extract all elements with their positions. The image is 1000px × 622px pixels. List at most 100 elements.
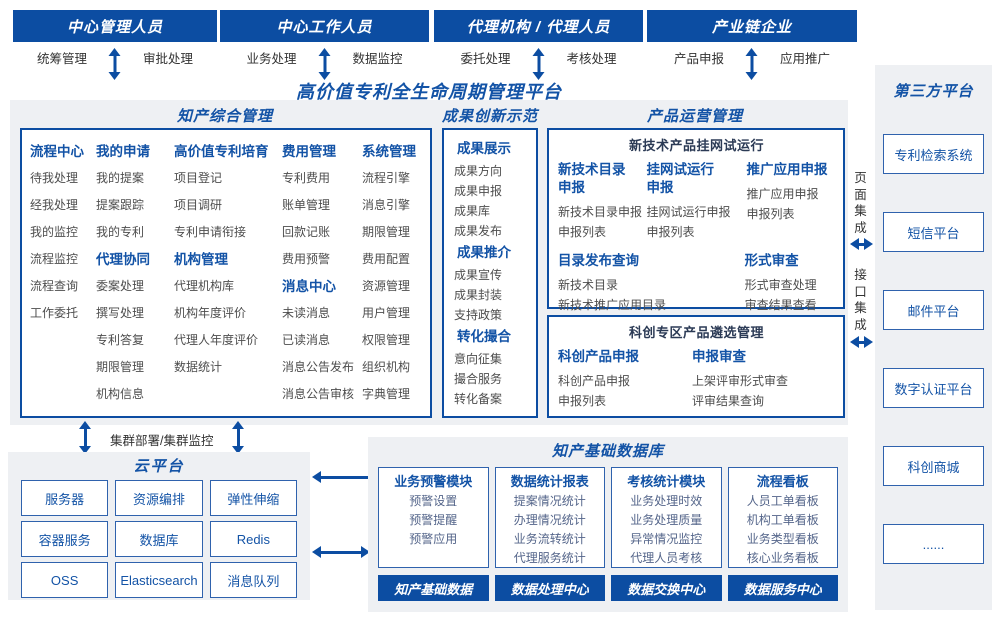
- actor-bar: 产业链企业: [647, 10, 857, 42]
- db-module: 考核统计模块 业务处理时效业务处理质量异常情况监控代理人员考核: [611, 467, 722, 568]
- third-party-system-box: 科创商城: [883, 446, 984, 486]
- page-integration-label: 页面集成: [854, 171, 867, 235]
- menu-item: 推广应用申报: [746, 187, 819, 201]
- cloud-service-box: 容器服务: [21, 521, 109, 557]
- group-title: 高价值专利培育: [174, 144, 269, 159]
- actor-role-label: 产品申报: [673, 52, 724, 66]
- menu-column: 流程中心 待我处理经我处理我的监控流程监控流程查询工作委托: [30, 138, 96, 408]
- menu-item: 挂网试运行申报: [646, 205, 731, 219]
- menu-group: 挂网试运行申报 挂网试运行申报申报列表: [646, 161, 746, 242]
- data-center-bar: 数据处理中心: [494, 575, 605, 601]
- menu-item: 流程引擎: [362, 171, 411, 185]
- third-party-system-box: ......: [883, 524, 984, 564]
- db-module: 业务预警模块 预警设置预警提醒预警应用: [378, 467, 489, 568]
- vertical-double-arrow-icon: [318, 48, 331, 80]
- cluster-label: 集群部署/集群监控: [110, 434, 214, 448]
- menu-item: 资源管理: [362, 279, 411, 293]
- menu-item: 新技术目录申报: [558, 205, 643, 219]
- menu-item: 科创产品申报: [558, 374, 631, 388]
- menu-item: 费用配置: [362, 252, 411, 266]
- menu-item: 我的专利: [96, 225, 145, 239]
- group-title: 科创产品申报: [558, 349, 639, 364]
- cloud-service-box: 资源编排: [115, 480, 203, 516]
- group-title: 转化撮合: [457, 329, 511, 344]
- menu-group: 申报审查 上架评审形式审查评审结果查询: [692, 348, 832, 411]
- menu-item: 专利答复: [96, 333, 145, 347]
- menu-item: 代理人年度评价: [174, 333, 259, 347]
- menu-item: 权限管理: [362, 333, 411, 347]
- menu-item: 代理机构库: [174, 279, 235, 293]
- group-title: 系统管理: [362, 144, 416, 159]
- menu-item: 预警应用: [409, 532, 458, 546]
- menu-item: 撰写处理: [96, 306, 145, 320]
- cloud-service-box: OSS: [21, 562, 109, 598]
- menu-item: 机构年度评价: [174, 306, 247, 320]
- third-party-panel: 第三方平台 专利检索系统短信平台邮件平台数字认证平台科创商城......: [875, 65, 992, 610]
- menu-item: 已读消息: [282, 333, 331, 347]
- horizontal-double-arrow-icon: [850, 238, 873, 251]
- menu-item: 消息公告审核: [282, 387, 355, 401]
- menu-item: 专利申请衔接: [174, 225, 247, 239]
- vertical-double-arrow-icon: [532, 48, 545, 80]
- menu-item: 新技术目录: [558, 278, 619, 292]
- menu-item: 机构工单看板: [746, 513, 819, 527]
- sub-panel-title: 新技术产品挂网试运行: [628, 138, 764, 153]
- left-arrow-icon: [312, 471, 370, 484]
- panel-title-product-ops: 产品运营管理: [646, 108, 743, 125]
- menu-item: 期限管理: [96, 360, 145, 374]
- menu-item: 新技术推广应用目录: [558, 298, 667, 312]
- vertical-double-arrow-icon: [108, 48, 122, 80]
- actor-role-label: 业务处理: [246, 52, 297, 66]
- menu-item: 评审结果查询: [692, 394, 765, 408]
- knowledge-db-panel: 知产基础数据库 业务预警模块 预警设置预警提醒预警应用 数据统计报表 提案情况统…: [368, 437, 848, 612]
- menu-item: 未读消息: [282, 306, 331, 320]
- horizontal-double-arrow-icon: [312, 546, 370, 559]
- cloud-service-box: Redis: [209, 521, 297, 557]
- menu-item: 回款记账: [282, 225, 331, 239]
- menu-item: 组织机构: [362, 360, 411, 374]
- actor-role-label: 考核处理: [566, 52, 617, 66]
- menu-item: 业务流转统计: [513, 532, 586, 546]
- menu-item: 支持政策: [454, 308, 503, 322]
- menu-item: 转化备案: [454, 392, 503, 406]
- vertical-double-arrow-icon: [745, 48, 759, 80]
- group-title: 成果展示: [457, 141, 511, 156]
- panel-selection: 科创专区产品遴选管理 科创产品申报 科创产品申报申报列表 申报审查 上架评审形式…: [547, 315, 845, 418]
- group-title: 推广应用申报: [746, 162, 828, 177]
- cloud-service-box: 数据库: [115, 521, 203, 557]
- module-title: 流程看板: [756, 474, 809, 489]
- cloud-service-box: 弹性伸缩: [209, 480, 297, 516]
- data-center-bar: 知产基础数据: [378, 575, 489, 601]
- api-integration-label: 接口集成: [854, 268, 867, 332]
- menu-item: 成果宣传: [454, 268, 503, 282]
- menu-item: 预警提醒: [409, 513, 458, 527]
- menu-group: 形式审查 形式审查处理审查结果查看: [745, 252, 835, 335]
- menu-item: 提案情况统计: [513, 494, 586, 508]
- group-title: 机构管理: [174, 252, 228, 267]
- group-title: 新技术目录申报: [558, 162, 626, 195]
- group-title: 代理协同: [96, 252, 150, 267]
- group-title: 目录发布查询: [558, 253, 639, 268]
- actor-bar: 中心管理人员: [13, 10, 217, 42]
- panel-comprehensive: 流程中心 待我处理经我处理我的监控流程监控流程查询工作委托 我的申请 我的提案提…: [20, 128, 432, 418]
- menu-item: 数据统计: [174, 360, 223, 374]
- menu-column: 费用管理 专利费用账单管理回款记账费用预警 消息中心 未读消息已读消息消息公告发…: [282, 138, 362, 408]
- panel-title-achievements: 成果创新示范: [441, 108, 538, 125]
- actor-center-managers: 中心管理人员 统筹管理 审批处理: [13, 10, 217, 80]
- actor-center-staff: 中心工作人员 业务处理 数据监控: [220, 10, 429, 80]
- panel-achievements: 成果展示 成果方向成果申报成果库成果发布 成果推介 成果宣传成果封装支持政策 转…: [442, 128, 538, 418]
- module-title: 业务预警模块: [394, 474, 473, 489]
- menu-column: 高价值专利培育 项目登记项目调研专利申请衔接 机构管理 代理机构库机构年度评价代…: [174, 138, 282, 408]
- menu-item: 业务处理时效: [630, 494, 703, 508]
- vertical-double-arrow-icon: [79, 421, 92, 454]
- menu-item: 代理人员考核: [630, 551, 703, 565]
- menu-item: 经我处理: [30, 198, 79, 212]
- menu-item: 代理服务统计: [513, 551, 586, 565]
- db-module: 数据统计报表 提案情况统计办理情况统计业务流转统计代理服务统计: [494, 467, 605, 568]
- menu-column: 我的申请 我的提案提案跟踪我的专利 代理协同 委案处理撰写处理专利答复期限管理机…: [96, 138, 174, 408]
- menu-item: 意向征集: [454, 352, 503, 366]
- menu-item: 我的监控: [30, 225, 79, 239]
- menu-item: 流程查询: [30, 279, 79, 293]
- module-title: 考核统计模块: [627, 474, 706, 489]
- menu-item: 提案跟踪: [96, 198, 145, 212]
